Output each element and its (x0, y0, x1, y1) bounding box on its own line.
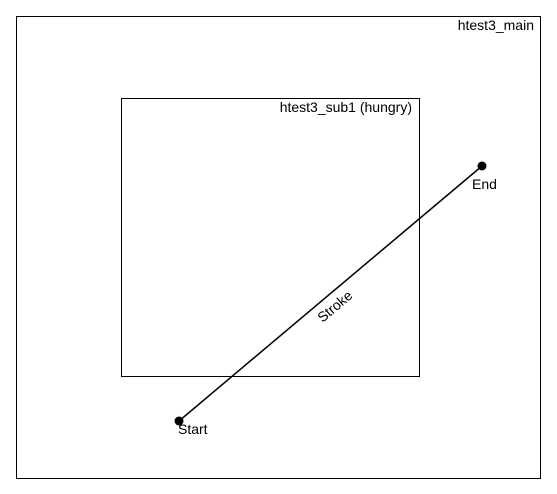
main-window-box (16, 16, 541, 479)
sub-window-label: htest3_sub1 (hungry) (280, 99, 412, 115)
start-point-label: Start (178, 421, 208, 437)
main-window-label: htest3_main (458, 17, 534, 33)
stroke-line (178, 165, 483, 422)
end-point-marker (477, 161, 487, 171)
sub-window-box (121, 98, 420, 377)
end-point-label: End (472, 176, 497, 192)
start-point-marker (174, 416, 184, 426)
